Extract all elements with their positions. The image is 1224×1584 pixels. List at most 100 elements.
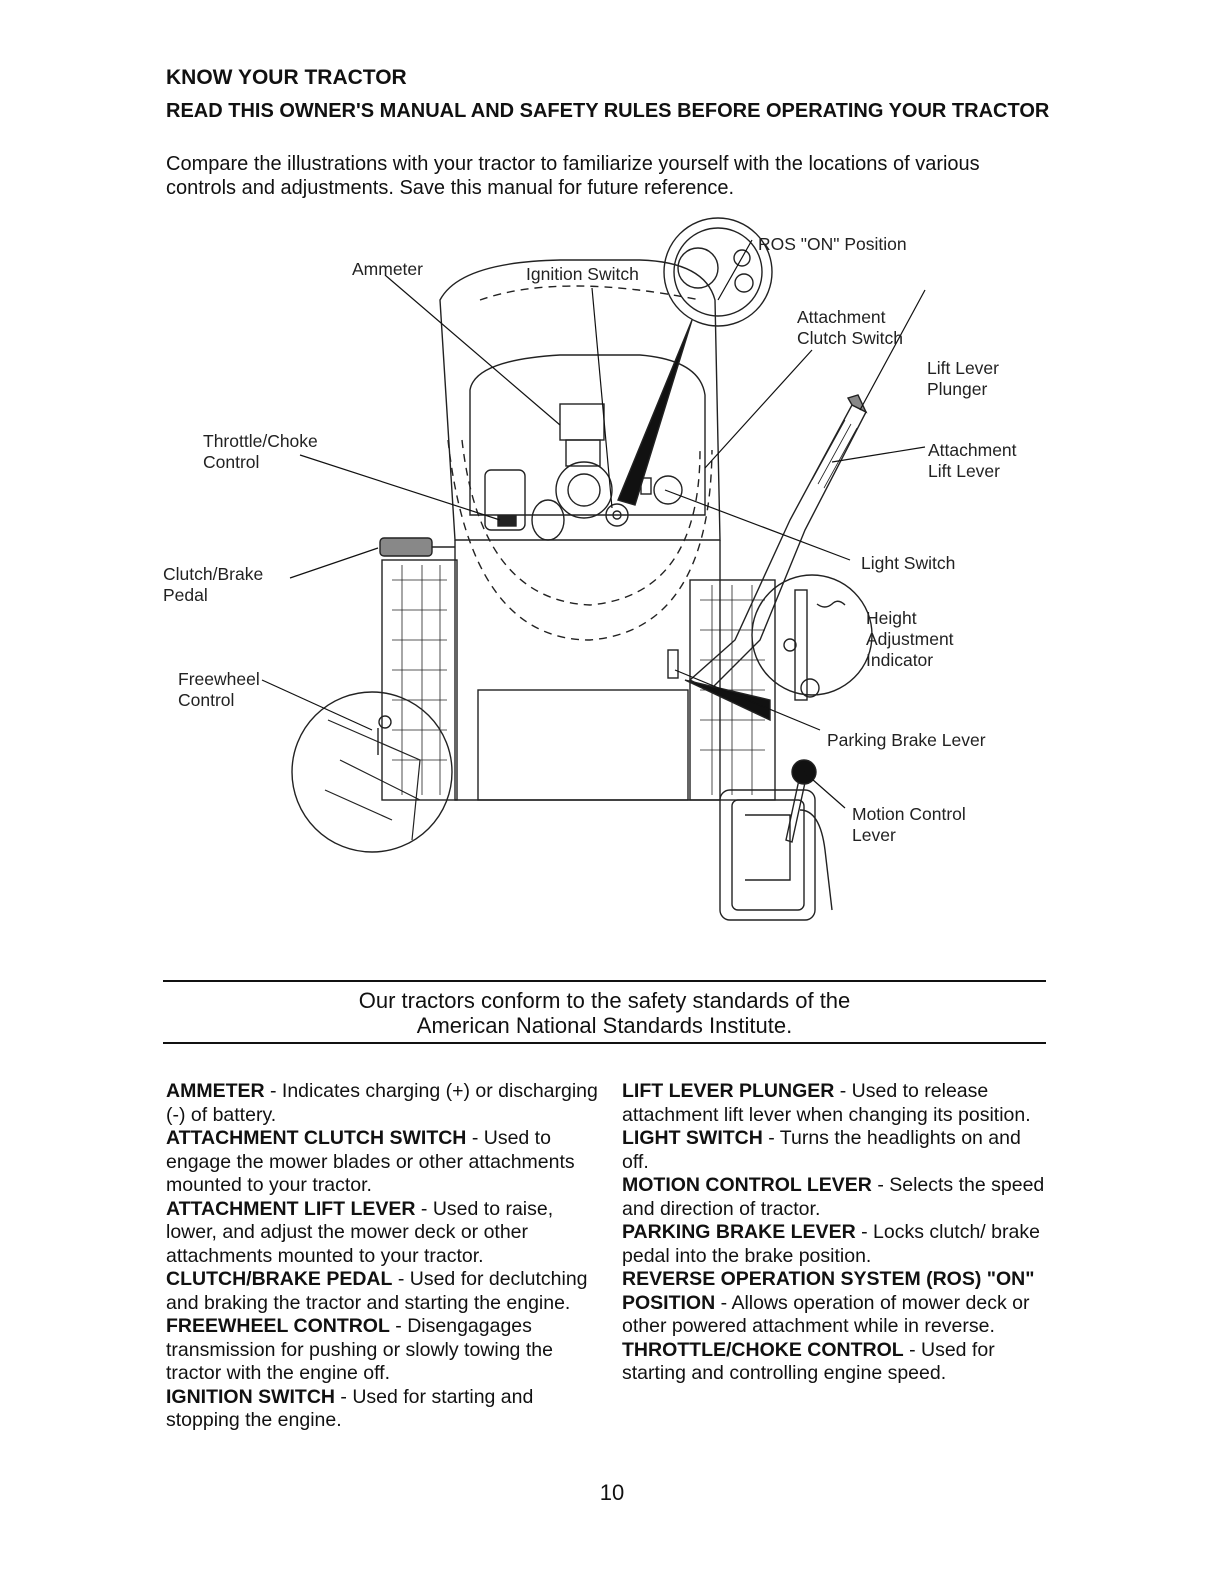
term: ATTACHMENT CLUTCH SWITCH <box>166 1127 467 1149</box>
hood-outline <box>439 259 721 541</box>
leader-ammeter <box>384 274 561 426</box>
standards-line-1: Our tractors conform to the safety stand… <box>358 988 851 1013</box>
leader-light <box>664 489 851 561</box>
freewheel-inset <box>291 691 453 853</box>
label-height-1: Height <box>866 608 917 628</box>
ros-leader-wedge <box>617 319 693 506</box>
definition-attachment-lift-lever: ATTACHMENT LIFT LEVER - Used to raise, l… <box>166 1198 606 1269</box>
term: MOTION CONTROL LEVER <box>622 1174 872 1196</box>
label-attachment-clutch-1: Attachment <box>797 307 886 327</box>
ros-inset <box>663 217 773 327</box>
standards-statement: Our tractors conform to the safety stand… <box>163 988 1046 1038</box>
label-height-2: Adjustment <box>866 629 954 649</box>
definition-text: - Used for starting and controlling engi… <box>622 1338 995 1385</box>
definition-text: - Locks clutch/ brake pedal into the bra… <box>622 1221 1040 1267</box>
label-lift-lever-plunger-2: Plunger <box>927 379 987 399</box>
label-throttle-choke-1: Throttle/Choke <box>203 431 318 451</box>
leader-motion <box>803 771 846 809</box>
definition-ros-on-position: REVERSE OPERATION SYSTEM (ROS) "ON" POSI… <box>622 1268 1052 1339</box>
definitions-right-column: LIFT LEVER PLUNGER - Used to release att… <box>622 1080 1052 1386</box>
clutch-brake-pedal <box>379 537 433 557</box>
definition-text: - Indicates charging (+) or discharging … <box>166 1080 598 1126</box>
definition-parking-brake-lever: PARKING BRAKE LEVER - Locks clutch/ brak… <box>622 1221 1052 1268</box>
term: LIFT LEVER PLUNGER <box>622 1080 835 1102</box>
definition-freewheel-control: FREEWHEEL CONTROL - Disengagages transmi… <box>166 1315 606 1386</box>
definition-text: - Used to release attachment lift lever … <box>622 1080 1031 1126</box>
height-adjustment-inset <box>751 574 873 696</box>
right-footrest <box>689 579 776 801</box>
label-attachment-lift-2: Lift Lever <box>928 461 1000 481</box>
definition-text: - Turns the headlights on and off. <box>622 1127 1021 1173</box>
leader-throttle <box>299 454 501 521</box>
label-motion-control-1: Motion Control <box>852 804 966 824</box>
top-divider <box>163 980 1046 982</box>
term: AMMETER <box>166 1080 265 1102</box>
page-subtitle: READ THIS OWNER'S MANUAL AND SAFETY RULE… <box>166 100 1050 122</box>
label-ros-on-position: ROS "ON" Position <box>758 234 907 254</box>
label-ignition-switch: Ignition Switch <box>526 264 639 284</box>
label-ammeter: Ammeter <box>352 259 423 279</box>
leader-ros <box>717 239 753 301</box>
label-light-switch: Light Switch <box>861 553 955 573</box>
definition-text: - Used for declutching and braking the t… <box>166 1268 588 1314</box>
definition-lift-lever-plunger: LIFT LEVER PLUNGER - Used to release att… <box>622 1080 1052 1127</box>
label-clutch-brake-2: Pedal <box>163 585 208 605</box>
leader-ignition <box>591 287 613 509</box>
definition-text: - Used for starting and stopping the eng… <box>166 1385 534 1432</box>
tractor-controls-diagram: ROS "ON" Position Ignition Switch Attach… <box>163 217 1017 921</box>
term: FREEWHEEL CONTROL <box>166 1315 390 1337</box>
label-lift-lever-plunger-1: Lift Lever <box>927 358 999 378</box>
dashboard-outline <box>469 354 706 516</box>
term: CLUTCH/BRAKE PEDAL <box>166 1268 393 1290</box>
seat-base <box>477 689 689 801</box>
definition-throttle-choke-control: THROTTLE/CHOKE CONTROL - Used for starti… <box>622 1339 1052 1386</box>
term: IGNITION SWITCH <box>166 1385 335 1408</box>
label-freewheel-1: Freewheel <box>178 669 260 689</box>
throttle-slot <box>484 469 526 531</box>
term: LIGHT SWITCH <box>622 1127 763 1149</box>
page-title: KNOW YOUR TRACTOR <box>166 66 407 89</box>
definition-ignition-switch: IGNITION SWITCH - Used for starting and … <box>166 1386 606 1433</box>
motion-control-lever <box>785 773 807 843</box>
definitions-left-column: AMMETER - Indicates charging (+) or disc… <box>166 1080 606 1433</box>
definition-clutch-brake-pedal: CLUTCH/BRAKE PEDAL - Used for declutchin… <box>166 1268 606 1315</box>
leader-freewheel <box>261 679 373 731</box>
intro-paragraph: Compare the illustrations with your trac… <box>166 153 980 199</box>
label-parking-brake: Parking Brake Lever <box>827 730 986 750</box>
ignition-key <box>605 503 629 527</box>
leader-attach-lift <box>831 446 926 463</box>
ammeter-gauge <box>559 403 605 441</box>
label-height-3: Indicator <box>866 650 933 670</box>
attachment-lift-lever <box>688 404 867 691</box>
term: PARKING BRAKE LEVER <box>622 1221 856 1243</box>
dash-center-dial <box>555 461 613 519</box>
definition-text: - Used to raise, lower, and adjust the m… <box>166 1197 554 1267</box>
body-outline <box>454 540 721 801</box>
term: REVERSE OPERATION SYSTEM (ROS) "ON" POSI… <box>622 1268 1035 1314</box>
definition-ammeter: AMMETER - Indicates charging (+) or disc… <box>166 1080 606 1127</box>
term: THROTTLE/CHOKE CONTROL <box>622 1338 904 1361</box>
leader-clutch-brake <box>289 547 379 579</box>
definition-text: - Allows operation of mower deck or othe… <box>622 1291 1030 1338</box>
definition-light-switch: LIGHT SWITCH - Turns the headlights on a… <box>622 1127 1052 1174</box>
dash-dashed-arc <box>447 439 713 641</box>
definition-motion-control-lever: MOTION CONTROL LEVER - Selects the speed… <box>622 1174 1052 1221</box>
label-motion-control-2: Lever <box>852 825 896 845</box>
hood-top-dashed <box>479 285 701 301</box>
definition-text: - Disengagages transmission for pushing … <box>166 1315 553 1384</box>
label-throttle-choke-2: Control <box>203 452 259 472</box>
term: ATTACHMENT LIFT LEVER <box>166 1197 416 1220</box>
label-attachment-clutch-2: Clutch Switch <box>797 328 903 348</box>
dash-dashed-arc-inner <box>461 439 701 606</box>
definition-attachment-clutch-switch: ATTACHMENT CLUTCH SWITCH - Used to engag… <box>166 1127 606 1198</box>
label-attachment-lift-1: Attachment <box>928 440 1017 460</box>
parking-brake-wedge <box>684 679 771 722</box>
leader-attach-clutch <box>704 349 813 469</box>
leader-lift-plunger <box>859 289 926 411</box>
page-number: 10 <box>599 1480 625 1505</box>
definition-text: - Selects the speed and direction of tra… <box>622 1174 1045 1220</box>
motion-control-plate <box>719 789 816 921</box>
label-freewheel-2: Control <box>178 690 234 710</box>
standards-line-2: American National Standards Institute. <box>416 1013 793 1038</box>
bottom-divider <box>163 1042 1046 1044</box>
